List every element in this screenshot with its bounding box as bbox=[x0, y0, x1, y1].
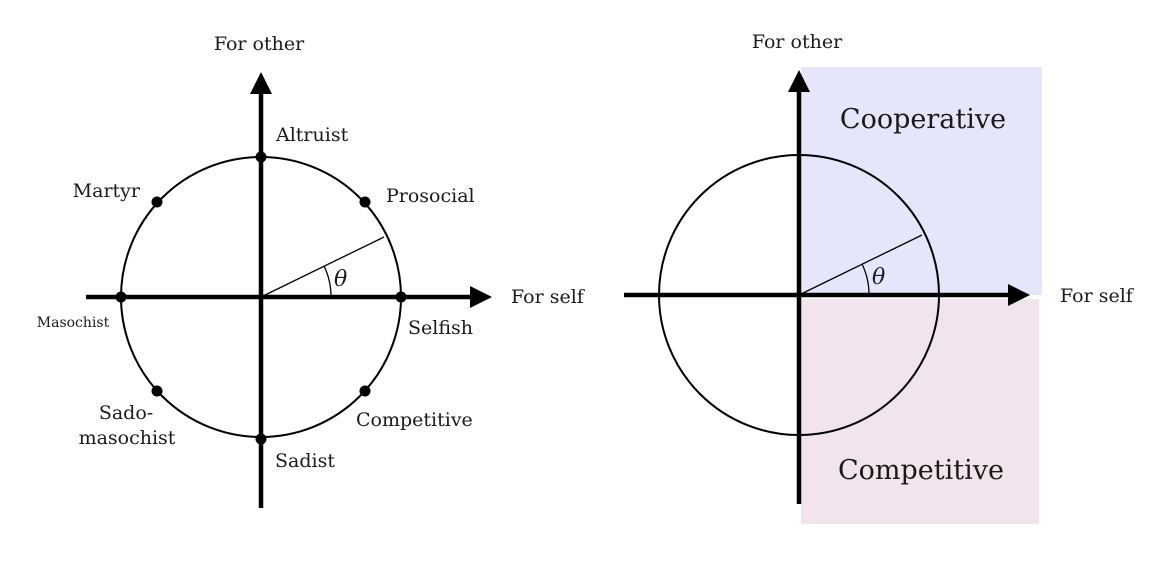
left-panel: θ For other For self Altruist Prosocial … bbox=[37, 33, 586, 508]
left-angle-ray bbox=[260, 236, 385, 298]
point-selfish bbox=[395, 291, 407, 303]
competitive-region-label: Competitive bbox=[838, 455, 1004, 486]
competitive-region bbox=[801, 299, 1039, 524]
point-competitive bbox=[359, 385, 371, 397]
label-altruist: Altruist bbox=[275, 124, 349, 146]
label-prosocial: Prosocial bbox=[386, 185, 475, 207]
right-x-axis-arrowhead bbox=[1008, 284, 1030, 306]
point-prosocial bbox=[359, 196, 371, 208]
left-angle-label: θ bbox=[334, 267, 347, 292]
right-angle-arc bbox=[861, 263, 870, 296]
label-sadomasochist-line2: masochist bbox=[79, 427, 176, 449]
left-angle-arc bbox=[323, 265, 332, 298]
label-martyr: Martyr bbox=[73, 180, 141, 202]
label-selfish: Selfish bbox=[408, 317, 473, 339]
left-x-axis-arrowhead bbox=[470, 286, 492, 308]
point-masochist bbox=[115, 291, 127, 303]
cooperative-region-label: Cooperative bbox=[840, 104, 1006, 135]
label-competitive: Competitive bbox=[356, 409, 473, 431]
right-y-axis-arrowhead bbox=[788, 70, 810, 92]
label-sadist: Sadist bbox=[275, 450, 335, 472]
left-y-axis-arrowhead bbox=[250, 72, 272, 94]
cooperative-region bbox=[801, 67, 1042, 295]
point-altruist bbox=[255, 151, 267, 163]
label-masochist: Masochist bbox=[37, 315, 110, 331]
left-y-axis-label: For other bbox=[214, 33, 305, 55]
left-x-axis-label: For self bbox=[511, 286, 586, 308]
right-angle-label: θ bbox=[872, 265, 885, 290]
point-sadist bbox=[255, 433, 267, 445]
label-sadomasochist-line1: Sado- bbox=[99, 402, 153, 424]
right-angle-ray bbox=[798, 234, 923, 296]
point-martyr bbox=[151, 196, 163, 208]
point-sadomasochist bbox=[151, 385, 163, 397]
right-x-axis-label: For self bbox=[1060, 285, 1135, 307]
right-panel: θ For other For self Cooperative Competi… bbox=[624, 31, 1135, 524]
right-y-axis-label: For other bbox=[752, 31, 843, 53]
